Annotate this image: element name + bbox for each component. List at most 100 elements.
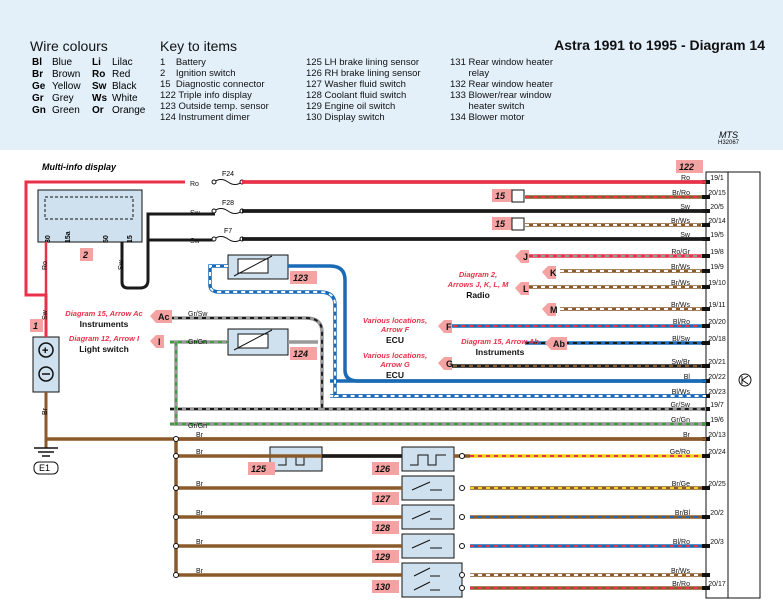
battery-plus-sign: + — [42, 345, 48, 357]
wire-right-label: Br/Ro — [672, 190, 690, 197]
wire-junction — [173, 485, 179, 491]
connector-pin-label: 19/1 — [710, 175, 724, 182]
wire-gr-sw-tracer — [170, 317, 706, 410]
arrow-ref-m — [542, 303, 556, 316]
ref-ecu-1: ECU — [386, 335, 404, 345]
multi-info-display-box — [727, 171, 761, 599]
arrow-ref-ac — [150, 310, 172, 323]
svg-text:F24: F24 — [222, 171, 234, 178]
arrow-ref-l-text: L — [523, 284, 529, 294]
connector-pin-label: 20/3 — [710, 539, 724, 546]
connector-pin-label: 20/23 — [708, 389, 726, 396]
wire-junction — [173, 514, 179, 520]
wire-right-label: Br — [683, 432, 691, 439]
wire-right-label: Ro — [681, 175, 690, 182]
arrow-ref-i-text: I — [158, 337, 161, 347]
ignition-sw-wire — [120, 212, 215, 290]
coolant-switch-symbol — [411, 510, 442, 520]
ref-ecu-2: ECU — [386, 370, 404, 380]
arrow-ref-l — [515, 282, 529, 295]
wire-left-label: Sw — [190, 238, 201, 245]
item-badge-124 — [290, 347, 317, 360]
washer-fluid-switch-box — [401, 475, 455, 501]
mts-code: H32067 — [718, 140, 740, 146]
ref-diagram-2: Diagram 2, — [459, 270, 497, 279]
connector-pin-label: 20/24 — [708, 449, 726, 456]
arrow-ref-f — [438, 320, 452, 333]
wire-junction — [459, 572, 465, 578]
item-badge-1-text: 1 — [33, 321, 38, 331]
item-badge-123 — [290, 271, 317, 284]
wire-sensor-blws-tracer — [209, 265, 706, 397]
transistor-icon — [738, 373, 752, 387]
svg-text:F7: F7 — [224, 228, 232, 235]
connector-pin-label: 20/2 — [710, 510, 724, 517]
arrow-ref-i — [150, 335, 164, 348]
diagnostic-connector-icon — [511, 189, 525, 203]
item-badge-129 — [372, 550, 399, 563]
battery-minus-icon — [38, 366, 54, 382]
item-badge-127 — [372, 492, 399, 505]
ignition-switch-box — [37, 189, 143, 243]
ref-various-f: Various locations, — [363, 316, 427, 325]
item-badge-123-text: 123 — [293, 273, 308, 283]
wire-right-label: Bl/Ro — [673, 539, 690, 546]
diagnostic-connector-icon — [511, 217, 525, 231]
arrow-ref-g — [438, 357, 452, 370]
item-badge-126-text: 126 — [375, 464, 391, 474]
connector-pin-label: 19/7 — [710, 402, 724, 409]
connector-pin — [702, 285, 710, 289]
connector-pin-label: 19/9 — [710, 264, 724, 271]
connector-pin-label: 20/5 — [710, 204, 724, 211]
ref-radio: Radio — [466, 290, 490, 300]
item-badge-1 — [30, 319, 43, 332]
wire-left-label: Br — [196, 539, 204, 546]
key-items-col-3: 131 Rear window heater relay 132 Rear wi… — [450, 57, 553, 123]
wire-left-label: Br — [196, 481, 204, 488]
ignition-terminal-30: 30 — [45, 235, 52, 243]
connector-pin — [702, 195, 710, 199]
arrow-ref-f-text: F — [446, 322, 452, 332]
item-badge-125-text: 125 — [251, 464, 267, 474]
wire-left-label: Gr/Gn — [188, 339, 207, 346]
arrow-ref-ab-text: Ab — [553, 339, 565, 349]
svg-text:F28: F28 — [222, 200, 234, 207]
item-badge-130-text: 130 — [375, 582, 390, 592]
item-badge-124-text: 124 — [293, 349, 308, 359]
wire-right-label: Ro/Gr — [671, 249, 690, 256]
ref-various-f-arrow: Arrow F — [380, 325, 410, 334]
connector-pin-label: 19/8 — [710, 249, 724, 256]
wire-junction — [459, 453, 465, 459]
connector-pin-label: 20/15 — [708, 190, 726, 197]
connector-pin-label: 19/11 — [709, 302, 726, 309]
wire-right-label: Br/Ws — [671, 264, 691, 271]
wire-left-label: Sw — [190, 210, 201, 217]
item-badge-15 — [492, 217, 512, 230]
wire-left-label: Br — [196, 568, 204, 575]
wire-right-label: Sw/Br — [671, 359, 690, 366]
ref-diagram-12: Diagram 12, Arrow I — [69, 334, 140, 343]
mts-text: MTS — [719, 130, 739, 140]
multi-info-label: Multi-info display — [42, 162, 117, 172]
item-badge-129-text: 129 — [375, 552, 390, 562]
connector-pin — [702, 364, 710, 368]
wires-layer — [46, 180, 710, 591]
item-badge-130 — [372, 580, 399, 593]
wire-sensor-bl — [288, 264, 706, 383]
item-badge-126 — [372, 462, 399, 475]
connector-pin — [702, 341, 710, 345]
arrow-ref-m-text: M — [550, 305, 558, 315]
header-panel: Wire colours Key to items Astra 1991 to … — [0, 0, 783, 150]
outside-temp-sensor-arrow — [233, 255, 273, 277]
connector-pin-label: 20/21 — [708, 359, 726, 366]
wire-right-label: Br/Ws — [671, 280, 691, 287]
